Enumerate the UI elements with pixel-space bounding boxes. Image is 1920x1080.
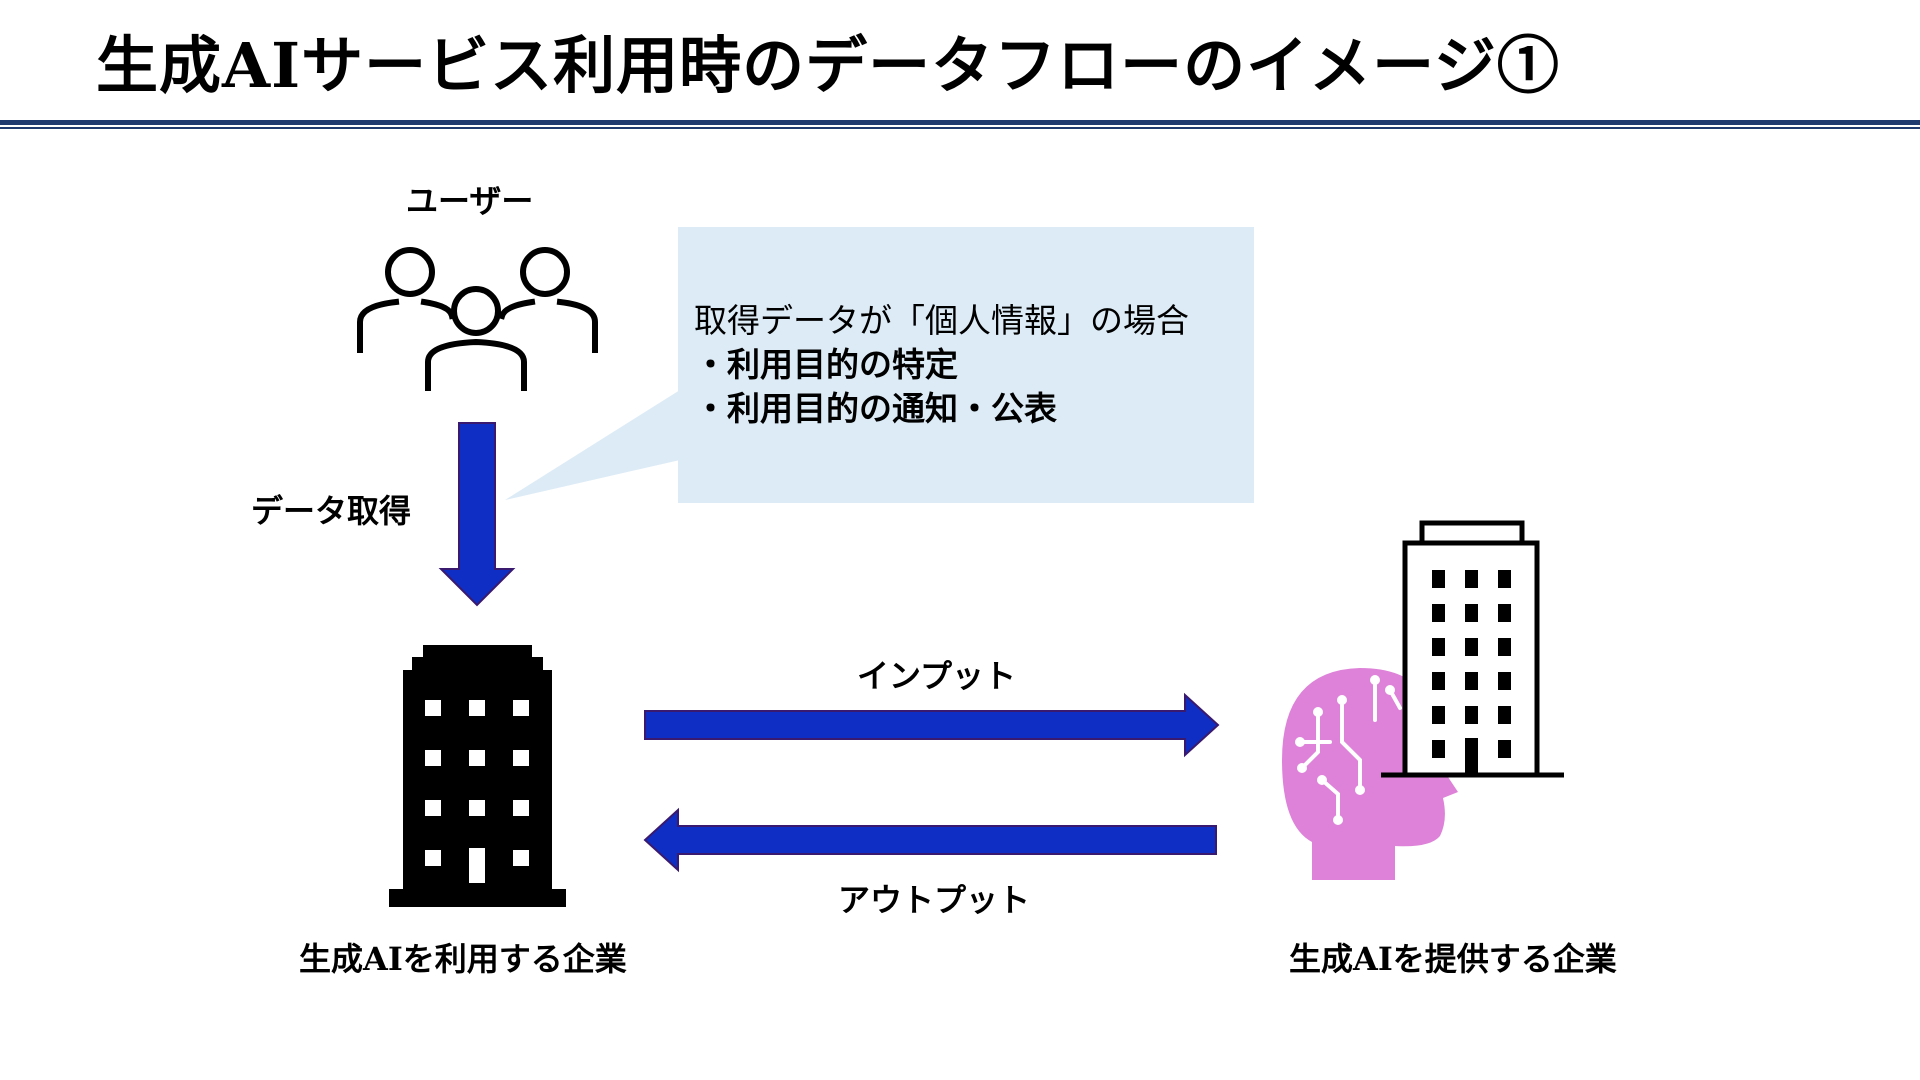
- title-rule-thin: [0, 127, 1920, 129]
- input-label: インプット: [857, 657, 1017, 695]
- slide-title: 生成AIサービス利用時のデータフローのイメージ①: [96, 29, 1560, 102]
- data-acquire-arrow: [438, 422, 516, 607]
- title-rule: [0, 120, 1920, 125]
- data-acquire-label: データ取得: [251, 492, 412, 530]
- provider-company-building-icon: [1381, 520, 1564, 778]
- callout-item: ・利用目的の通知・公表: [694, 389, 1057, 428]
- input-arrow: [644, 692, 1220, 758]
- output-arrow: [643, 807, 1217, 873]
- output-label: アウトプット: [838, 881, 1031, 919]
- callout-bubble: [505, 227, 1254, 503]
- user-company-label: 生成AIを利用する企業: [299, 940, 627, 978]
- user-label: ユーザー: [406, 182, 534, 220]
- provider-company-label: 生成AIを提供する企業: [1289, 940, 1617, 978]
- callout-text: 取得データが「個人情報」の場合 ・利用目的の特定 ・利用目的の通知・公表: [694, 299, 1189, 431]
- users-icon: [357, 247, 598, 391]
- callout-heading: 取得データが「個人情報」の場合: [694, 301, 1189, 340]
- user-company-building-icon: [389, 645, 566, 907]
- callout-item: ・利用目的の特定: [694, 345, 958, 384]
